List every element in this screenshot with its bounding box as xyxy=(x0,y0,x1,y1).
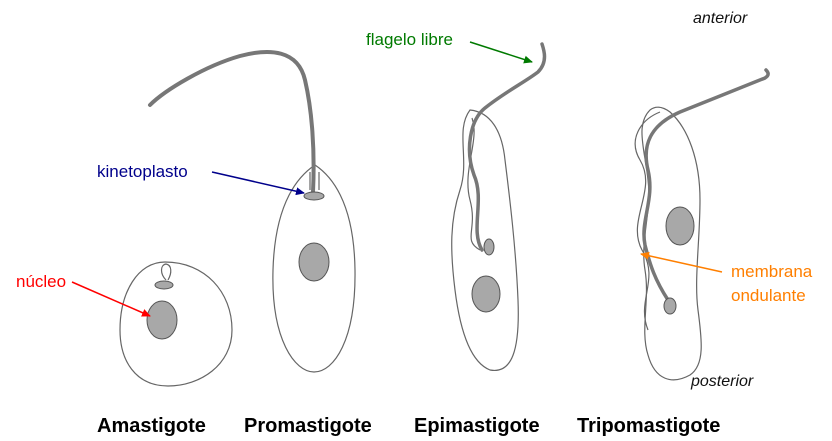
nucleo-arrow xyxy=(72,282,150,316)
promastigote-kinetoplast xyxy=(304,192,324,200)
kinetoplasto-label-part1: ki xyxy=(97,162,109,181)
flagelo-label-part2: libre xyxy=(416,30,453,49)
kinetoplasto-label-part2: netoplasto xyxy=(109,162,187,181)
tripomastigote-kinetoplast xyxy=(664,298,676,314)
promastigote-cell xyxy=(150,52,355,372)
tripomastigote-nucleus xyxy=(666,207,694,245)
kinetoplasto-label: kinetoplasto xyxy=(97,163,188,180)
epimastigote-kinetoplast xyxy=(484,239,494,255)
tripomastigote-cell xyxy=(635,70,768,380)
stage-name-epimastigote: Epimastigote xyxy=(414,416,540,436)
flagelo-arrow xyxy=(470,42,532,62)
tripomastigote-body xyxy=(642,107,701,380)
membrana-label-line1: membrana xyxy=(731,263,812,280)
amastigote-cell xyxy=(120,262,232,386)
stage-name-promastigote: Promastigote xyxy=(244,416,372,436)
epimastigote-body xyxy=(452,110,519,370)
promastigote-nucleus xyxy=(299,243,329,281)
nucleo-label: núcleo xyxy=(16,273,66,290)
amastigote-kinetoplast xyxy=(155,281,173,289)
epimastigote-nucleus xyxy=(472,276,500,312)
stage-name-tripomastigote: Tripomastigote xyxy=(577,416,720,436)
amastigote-pocket xyxy=(162,264,171,280)
kinetoplasto-arrow xyxy=(212,172,304,193)
anterior-label: anterior xyxy=(693,11,747,27)
membrana-label-line2: ondulante xyxy=(731,287,806,304)
flagelo-label-part1: flagelo xyxy=(366,30,416,49)
epimastigote-flagellum xyxy=(470,44,545,250)
flagelo-label: flagelo libre xyxy=(366,31,453,48)
amastigote-nucleus xyxy=(147,301,177,339)
stage-name-amastigote: Amastigote xyxy=(97,416,206,436)
posterior-label: posterior xyxy=(691,374,753,390)
epimastigote-cell xyxy=(452,44,545,370)
